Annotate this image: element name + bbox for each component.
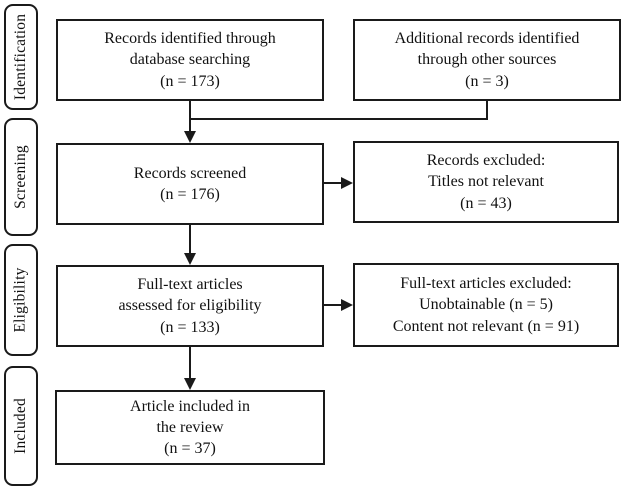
arrowhead-to-screened bbox=[184, 131, 196, 143]
stage-label-screening-text: Screening bbox=[12, 145, 29, 209]
box-additional-records-line1: Additional records identified bbox=[394, 30, 580, 48]
box-fulltext-assessed: Full-text articles assessed for eligibil… bbox=[56, 265, 324, 347]
box-article-included-count: (n = 37) bbox=[164, 440, 216, 458]
arrowhead-to-fulltext-excluded bbox=[341, 299, 353, 311]
box-fulltext-excluded-line1: Full-text articles excluded: bbox=[400, 275, 572, 293]
box-article-included: Article included in the review (n = 37) bbox=[55, 390, 325, 465]
arrowhead-to-included bbox=[184, 378, 196, 390]
box-records-excluded-line2: Titles not relevant bbox=[428, 173, 544, 191]
box-fulltext-assessed-line2: assessed for eligibility bbox=[118, 297, 262, 315]
stage-label-included: Included bbox=[4, 366, 38, 486]
box-additional-records: Additional records identified through ot… bbox=[353, 19, 621, 101]
stage-label-included-text: Included bbox=[12, 398, 30, 454]
box-fulltext-assessed-line1: Full-text articles bbox=[137, 276, 243, 294]
box-records-identified: Records identified through database sear… bbox=[56, 19, 324, 101]
box-records-screened: Records screened (n = 176) bbox=[56, 143, 324, 225]
box-fulltext-excluded-line3: Content not relevant (n = 91) bbox=[392, 317, 580, 335]
box-records-screened-line1: Records screened bbox=[133, 164, 247, 182]
box-records-identified-count: (n = 173) bbox=[160, 72, 220, 90]
stage-label-screening: Screening bbox=[4, 118, 38, 236]
stage-label-identification-text: Identification bbox=[12, 13, 30, 101]
box-records-excluded-count: (n = 43) bbox=[460, 194, 512, 212]
box-records-identified-line1: Records identified through bbox=[104, 30, 276, 48]
connector-additional-records-merge bbox=[190, 101, 488, 120]
box-records-excluded-line1: Records excluded: bbox=[426, 152, 546, 170]
box-fulltext-assessed-count: (n = 133) bbox=[160, 318, 220, 336]
stage-label-eligibility-text: Eligibility bbox=[12, 267, 30, 333]
box-records-excluded: Records excluded: Titles not relevant (n… bbox=[353, 141, 619, 223]
box-additional-records-line2: through other sources bbox=[417, 51, 557, 69]
stage-label-eligibility: Eligibility bbox=[4, 244, 38, 356]
box-additional-records-count: (n = 3) bbox=[465, 72, 509, 90]
arrowhead-to-fulltext bbox=[184, 253, 196, 265]
box-article-included-line2: the review bbox=[156, 418, 224, 436]
box-records-identified-line2: database searching bbox=[129, 51, 251, 69]
box-fulltext-excluded: Full-text articles excluded: Unobtainabl… bbox=[353, 263, 619, 347]
stage-label-identification: Identification bbox=[4, 4, 38, 110]
box-fulltext-excluded-line2: Unobtainable (n = 5) bbox=[419, 296, 553, 314]
arrowhead-to-records-excluded bbox=[341, 177, 353, 189]
box-records-screened-count: (n = 176) bbox=[160, 186, 220, 203]
box-article-included-line1: Article included in bbox=[130, 397, 250, 415]
